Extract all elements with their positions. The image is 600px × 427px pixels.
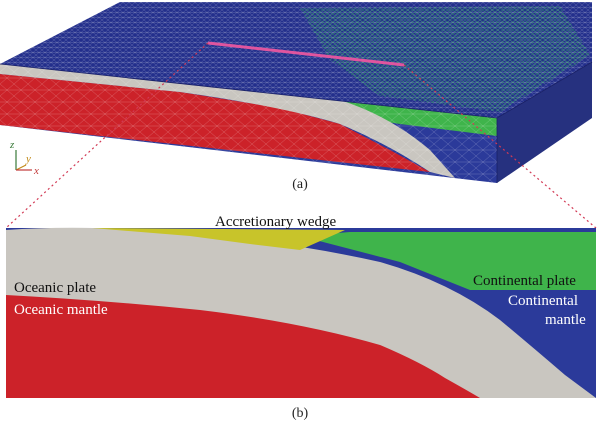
panel-b-caption: (b): [292, 406, 309, 421]
panel-a-3d-model: [0, 2, 593, 183]
panel-a-caption: (a): [292, 177, 308, 192]
zoom-line-right: [403, 64, 597, 229]
zoom-line-left: [5, 42, 209, 229]
label-continental-plate: Continental plate: [473, 273, 576, 289]
axis-x-label: x: [33, 165, 39, 177]
section-oceanic-mantle: [6, 295, 480, 398]
label-continental-mantle-line2: mantle: [545, 312, 586, 328]
block-top-continental-mesh: [300, 6, 590, 112]
label-accretionary-wedge: Accretionary wedge: [215, 214, 337, 230]
label-continental-mantle-line1: Continental: [508, 293, 578, 309]
axis-triad: z y x: [9, 139, 39, 177]
label-oceanic-plate: Oceanic plate: [14, 280, 96, 296]
profile-line: [207, 41, 405, 67]
block-right-face: [497, 62, 592, 183]
axis-z-label: z: [9, 139, 15, 151]
label-oceanic-mantle: Oceanic mantle: [14, 302, 108, 318]
axis-y-label: y: [25, 153, 31, 165]
section-accretionary-wedge: [92, 228, 345, 250]
section-continental-plate: [300, 232, 596, 290]
panel-b-cross-section: [6, 227, 596, 398]
